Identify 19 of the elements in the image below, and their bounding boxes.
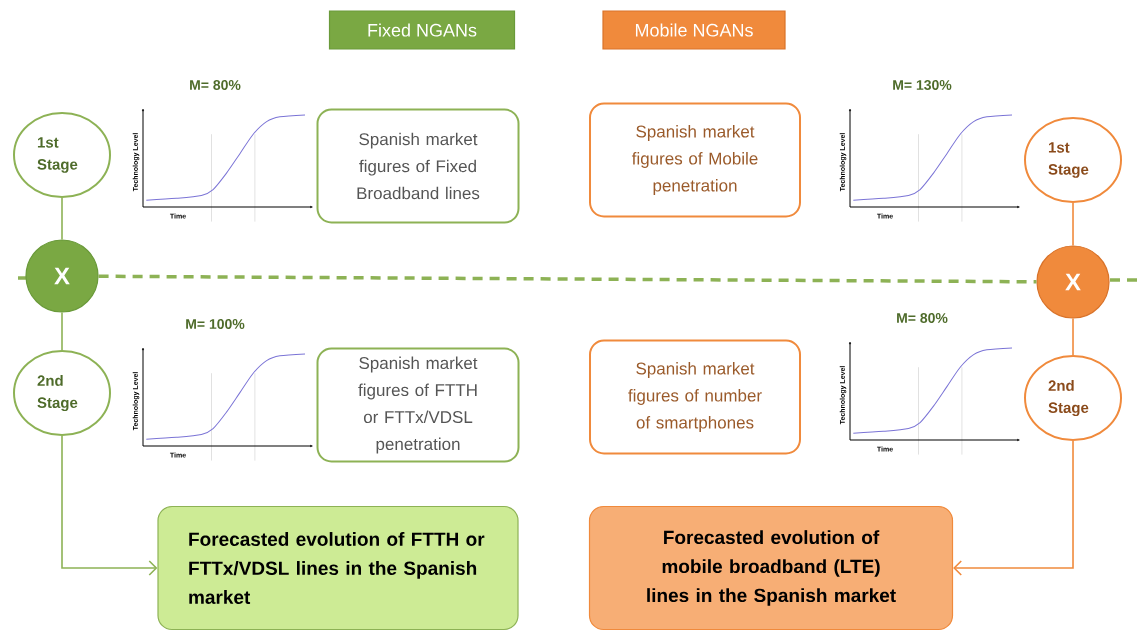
arrow [953,440,1074,576]
connector-line [61,197,63,241]
input-box: Spanish market figures of number of smartphones [589,339,801,455]
value-label: M= 130% [893,80,952,90]
input-box: Spanish market figures of Mobile penetration [589,102,801,218]
dashed-line [98,274,1037,284]
result-box: Forecasted evolution of mobile broadband (LTE) lines in the Spanish market [588,505,954,631]
input-box: Spanish market figures of Fixed Broadband lines [316,108,520,224]
result-box: Forecasted evolution of FTTH or FTTx/VDSL lines in the Spanish market [157,505,519,631]
value-label: M= 80% [897,313,948,323]
arrow [61,435,158,576]
input-box: Spanish market figures of FTTH or FTTx/VDSL penetration [316,347,520,463]
connector-line [61,311,63,351]
value-label: M= 80% [190,80,241,90]
connector-line [1072,317,1074,356]
header-band: Mobile NGANs [602,10,786,50]
connector-line [1072,202,1074,247]
value-label: M= 100% [186,319,245,329]
header-band: Fixed NGANs [328,10,516,50]
